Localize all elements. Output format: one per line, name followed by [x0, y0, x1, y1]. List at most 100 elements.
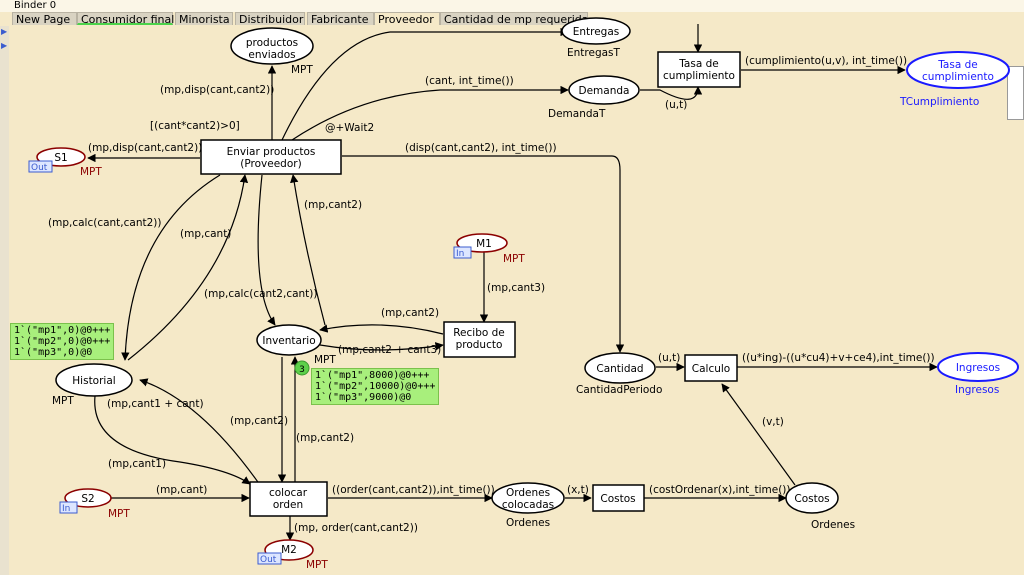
transition-label: Costos: [600, 493, 635, 505]
marking-historial: 1`("mp1",0)@0+++ 1`("mp2",0)@0+++ 1`("mp…: [10, 323, 115, 360]
place-demanda[interactable]: Demanda DemandaT: [548, 75, 640, 120]
tab-consumidor-final[interactable]: Consumidor final: [77, 12, 174, 26]
arc-label: (u,t): [658, 352, 680, 364]
port-tag: In: [62, 504, 70, 514]
place-type: MPT: [108, 508, 130, 520]
place-cantidad[interactable]: Cantidad CantidadPeriodo: [576, 352, 662, 396]
arc-label: ((u*ing)-((u*cu4)+v+ce4),int_time()): [742, 352, 935, 364]
arc-label: (mp,cant1 + cant): [107, 398, 204, 410]
arc-labels: (mp,disp(cant,cant2)) [(cant*cant2)>0] (…: [48, 55, 935, 534]
arc-inventario-recibo: [319, 342, 444, 351]
arc-label: (mp,cant2 + cant3): [338, 344, 441, 356]
tab-proveedor[interactable]: Proveedor: [374, 12, 440, 26]
place-entregas[interactable]: Entregas EntregasT: [561, 17, 631, 59]
arc-recibo-inventario: [319, 324, 444, 335]
transition-costos[interactable]: Costos: [592, 484, 645, 512]
port-tag: Out: [260, 555, 277, 565]
tab-fabricante[interactable]: Fabricante: [307, 12, 374, 26]
arc-label: (v,t): [762, 416, 784, 428]
tab-cantidad-mp-requerida[interactable]: Cantidad de mp requerida: [440, 12, 588, 26]
place-type: DemandaT: [548, 108, 606, 120]
transition-calculo[interactable]: Calculo: [684, 354, 738, 382]
window-titlebar: Binder 0: [0, 0, 1024, 12]
port-tag: In: [456, 249, 464, 259]
transition-label: Enviar productos(Proveedor): [227, 146, 316, 170]
place-label: S2: [81, 493, 94, 505]
arc-label: [(cant*cant2)>0]: [150, 120, 240, 132]
arc-enviar-cantidad: [342, 155, 625, 353]
place-type: MPT: [314, 354, 336, 366]
place-s1[interactable]: S1 Out MPT: [28, 147, 102, 178]
arc-label: (mp,calc(cant,cant2)): [48, 217, 162, 229]
arc-label: (costOrdenar(x),int_time()): [649, 484, 791, 496]
place-type: Ingresos: [955, 384, 999, 396]
arc-label: (mp,cant2): [304, 199, 362, 211]
arc-label: (disp(cant,cant2), int_time()): [405, 142, 557, 154]
arc-label: (mp,cant3): [487, 282, 545, 294]
place-label: Ingresos: [956, 362, 1000, 374]
arc-enviar-inventario: [257, 174, 276, 326]
arc-label: (u,t): [665, 99, 687, 111]
place-m2[interactable]: M2 Out MPT: [257, 539, 328, 571]
place-historial[interactable]: Historial MPT: [52, 363, 133, 407]
arc-label: (x,t): [567, 484, 589, 496]
token-count: 3: [299, 365, 305, 375]
arc-inventario-enviar: [290, 174, 326, 326]
place-type: MPT: [291, 64, 313, 76]
place-label: Historial: [72, 375, 115, 387]
tab-minorista[interactable]: Minorista: [175, 12, 233, 26]
arc-label: (mp,cant2): [381, 307, 439, 319]
place-type: Ordenes: [506, 517, 550, 529]
arc-enviar-historial: [121, 174, 221, 361]
arc-label: (mp,disp(cant,cant2)): [160, 84, 274, 96]
place-label: S1: [54, 152, 67, 164]
transition-enviar-productos[interactable]: Enviar productos(Proveedor): [200, 139, 342, 175]
arc-enviar-entregas: [281, 27, 569, 141]
arc-label: (mp,cant2): [296, 432, 354, 444]
arc-label: (mp,cant2): [230, 415, 288, 427]
tab-new-page[interactable]: New Page: [12, 12, 77, 26]
place-label: Demanda: [579, 85, 630, 97]
tab-distribuidor[interactable]: Distribuidor: [235, 12, 305, 26]
arc-colocar-historial: [139, 378, 261, 486]
place-label: Inventario: [262, 335, 315, 347]
page-tab-bar: New Page Consumidor final Minorista Dist…: [0, 12, 1024, 26]
place-type: MPT: [80, 166, 102, 178]
arc-label: (mp,calc(cant2,cant)): [204, 288, 318, 300]
arc-label: @+Wait2: [325, 122, 374, 134]
scroll-arrow-icon[interactable]: ▶: [1, 41, 8, 50]
arc-label: (mp, order(cant,cant2)): [294, 522, 418, 534]
arc-demanda-tasa: [640, 86, 703, 100]
place-m1[interactable]: M1 In MPT: [453, 233, 525, 265]
arc-historial-enviar: [127, 174, 249, 361]
place-label: Costos: [794, 493, 829, 505]
expand-arrow-icon[interactable]: ▶: [1, 27, 8, 36]
arc-label: (cumplimiento(u,v), int_time()): [745, 55, 907, 67]
place-s2[interactable]: S2 In MPT: [59, 488, 130, 520]
place-type: MPT: [52, 395, 74, 407]
arc-historial-colocar: [94, 395, 251, 485]
place-label: M2: [281, 544, 297, 556]
place-ingresos[interactable]: Ingresos Ingresos: [937, 352, 1019, 396]
arc-label: (mp,disp(cant,cant2)): [88, 142, 202, 154]
arc-label: (cant, int_time()): [425, 75, 514, 87]
arc-enviar-demanda: [291, 85, 569, 141]
place-type: EntregasT: [567, 47, 621, 59]
place-type: TCumplimiento: [899, 96, 979, 108]
arc-layer: [87, 24, 938, 541]
arc-label: (mp,cant): [180, 228, 231, 240]
place-inventario[interactable]: Inventario MPT 3: [256, 324, 336, 376]
place-type: Ordenes: [811, 519, 855, 531]
arc-costos-calculo: [721, 383, 796, 486]
place-costos[interactable]: Costos Ordenes: [785, 482, 855, 531]
